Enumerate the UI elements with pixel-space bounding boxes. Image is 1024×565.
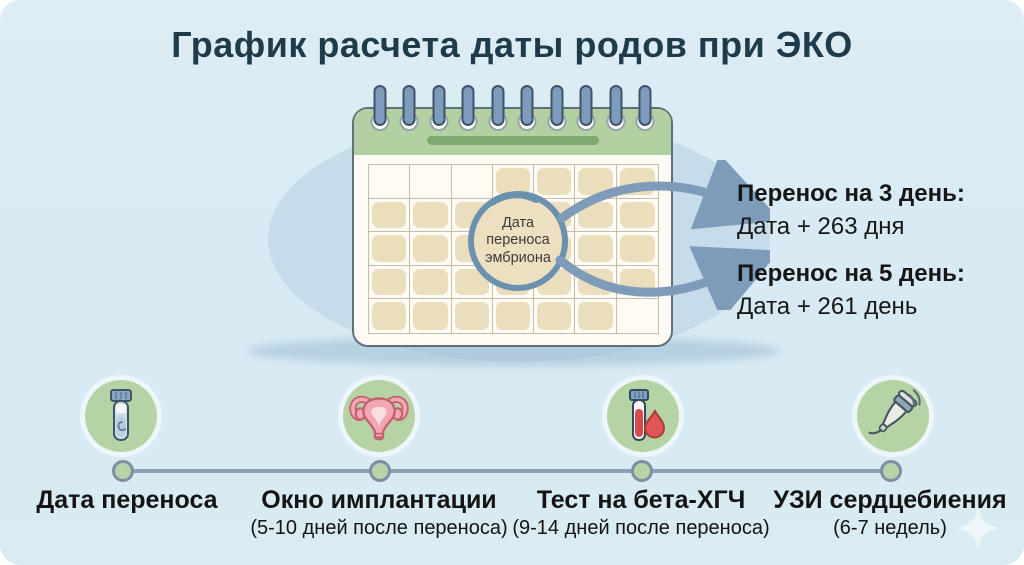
step-label-transfer: Дата переноса bbox=[36, 486, 217, 515]
circle-line-2: переноса bbox=[486, 232, 550, 249]
step-label-transfer-title: Дата переноса bbox=[36, 486, 218, 514]
annotation-day5-heading: Перенос на 5 день: bbox=[737, 260, 965, 287]
ring-pin bbox=[550, 85, 564, 126]
timeline-dot-1 bbox=[112, 460, 134, 482]
calendar-cell bbox=[452, 299, 493, 333]
calendar-cell bbox=[410, 299, 452, 333]
annotation-day3-value: Дата + 263 дня bbox=[737, 212, 905, 240]
calendar-cell bbox=[410, 165, 452, 199]
step-label-implantation-sub: (5-10 дней после переноса) bbox=[250, 516, 508, 539]
calendar-cell bbox=[534, 165, 576, 199]
step-label-hcg-test-title: Тест на бета-ХГЧ bbox=[536, 486, 746, 514]
calendar-cell bbox=[451, 165, 493, 199]
calendar-cell bbox=[410, 232, 452, 266]
arrow-day3 bbox=[557, 160, 770, 230]
ultrasound-probe-glyph bbox=[868, 389, 921, 435]
annotation-day5: Перенос на 5 день: Дата + 261 день bbox=[737, 260, 965, 322]
step-label-implantation: Окно имплантации (5-10 дней после перено… bbox=[250, 486, 507, 540]
calendar-cell bbox=[410, 198, 452, 233]
calendar-header-bar bbox=[426, 136, 599, 145]
calendar-cell bbox=[575, 299, 617, 333]
spiral-ring bbox=[486, 85, 510, 133]
calendar-cell bbox=[493, 299, 535, 333]
spiral-ring bbox=[574, 85, 598, 133]
uterus-icon bbox=[343, 380, 415, 452]
step-label-ultrasound-title: УЗИ сердцебиения bbox=[773, 486, 1007, 514]
annotation-day5-value: Дата + 261 день bbox=[737, 292, 918, 320]
calendar-spiral-rings bbox=[368, 85, 657, 133]
calendar-cell bbox=[616, 232, 658, 266]
step-label-ultrasound: УЗИ сердцебиения (6-7 недель) bbox=[773, 486, 1006, 540]
blood-test-icon bbox=[607, 380, 679, 452]
calendar-cell bbox=[534, 299, 576, 333]
circle-stroke bbox=[468, 191, 568, 291]
ring-pin bbox=[461, 85, 475, 126]
embryo-transfer-date-circle: Дата переноса эмбриона bbox=[464, 187, 572, 295]
calendar-cell bbox=[369, 165, 411, 199]
blood-test-glyph bbox=[629, 389, 666, 441]
spiral-ring bbox=[397, 85, 421, 133]
spiral-ring bbox=[456, 85, 480, 133]
step-label-implantation-title: Окно имплантации bbox=[261, 486, 497, 514]
spiral-ring bbox=[427, 85, 451, 133]
embryo-test-tube-glyph bbox=[110, 389, 132, 441]
arrow-day5 bbox=[555, 246, 770, 310]
spiral-ring bbox=[604, 85, 628, 133]
timeline-line bbox=[122, 469, 890, 473]
step-label-hcg-test: Тест на бета-ХГЧ (9-14 дней после перено… bbox=[512, 486, 769, 540]
ultrasound-probe-icon bbox=[857, 380, 929, 452]
annotation-day3-heading: Перенос на 3 день: bbox=[737, 180, 965, 207]
circle-line-3: эмбриона bbox=[485, 249, 551, 266]
calendar-cell bbox=[616, 199, 658, 233]
embryo-test-tube-icon bbox=[85, 380, 157, 452]
calendar-cell bbox=[575, 232, 617, 266]
ring-pin bbox=[432, 85, 446, 126]
spiral-ring bbox=[515, 85, 539, 133]
uterus-glyph bbox=[349, 395, 409, 441]
calendar-illustration bbox=[352, 85, 673, 347]
step-label-ultrasound-sub: (6-7 недель) bbox=[833, 516, 947, 539]
spiral-ring bbox=[545, 85, 569, 133]
timeline-dot-4 bbox=[880, 460, 902, 482]
spiral-ring bbox=[368, 85, 392, 133]
calendar-cell bbox=[369, 265, 411, 300]
circle-line-1: Дата bbox=[501, 215, 535, 232]
ring-pin bbox=[638, 85, 652, 126]
sparkle-icon bbox=[955, 505, 1001, 551]
ring-pin bbox=[579, 85, 593, 126]
ring-pin bbox=[520, 85, 534, 126]
timeline-dot-2 bbox=[369, 460, 391, 482]
embryo-transfer-date-label: Дата переноса эмбриона bbox=[464, 187, 572, 295]
calendar-cell bbox=[369, 198, 411, 233]
calendar-cell bbox=[410, 265, 452, 300]
annotation-day3: Перенос на 3 день: Дата + 263 дня bbox=[737, 180, 965, 242]
annotation-arrows bbox=[555, 160, 770, 310]
calendar-cell bbox=[369, 232, 411, 266]
calendar-cell bbox=[369, 299, 411, 333]
timeline-dot-3 bbox=[631, 460, 653, 482]
ring-pin bbox=[609, 85, 622, 126]
spiral-ring bbox=[633, 85, 657, 133]
step-label-hcg-test-sub: (9-14 дней после переноса) bbox=[512, 516, 770, 539]
ring-pin bbox=[373, 85, 387, 126]
ring-pin bbox=[402, 85, 416, 126]
ring-pin bbox=[491, 85, 505, 126]
page-title: График расчета даты родов при ЭКО bbox=[171, 24, 853, 65]
